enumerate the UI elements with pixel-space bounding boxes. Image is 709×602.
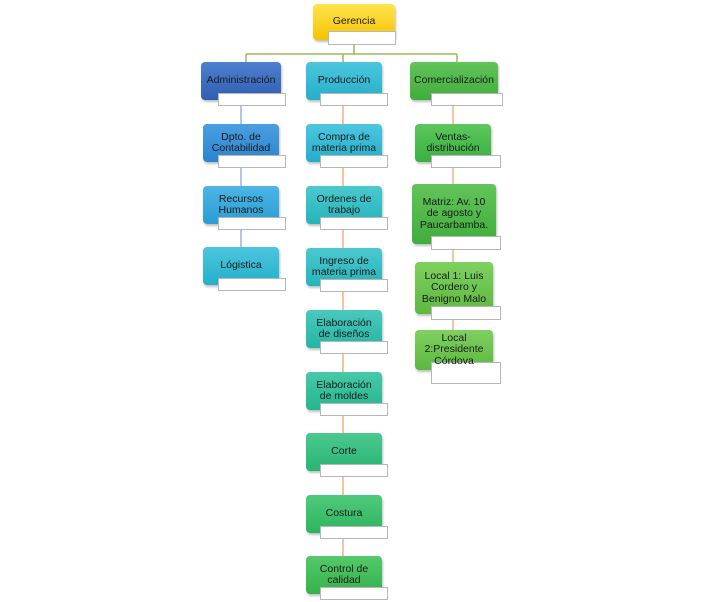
node-gerencia-label: Gerencia (332, 15, 376, 28)
node-elab-disenos-tab (320, 341, 388, 354)
node-administracion-tab (218, 93, 286, 106)
node-logistica-tab (218, 278, 286, 291)
node-corte-label: Corte (331, 445, 357, 458)
node-elab-moldes-label: Elaboración de moldes (316, 378, 372, 402)
node-local2-label: Local 2:Presidente Córdova (424, 331, 484, 367)
node-costura-label: Costura (325, 507, 363, 520)
node-elab-disenos-label: Elaboración de diseños (316, 316, 372, 340)
node-corte-tab (320, 464, 388, 477)
node-local1: Local 1: Luis Cordero y Benigno Malo (415, 262, 493, 314)
node-ventas-label: Ventas-distribución (426, 130, 480, 154)
node-elab-moldes-tab (320, 403, 388, 416)
node-produccion-label: Producción (317, 74, 371, 87)
node-administracion-label: Administración (206, 74, 276, 87)
node-local1-label: Local 1: Luis Cordero y Benigno Malo (421, 269, 487, 305)
node-contabilidad-label: Dpto. de Contabilidad (211, 130, 271, 154)
node-local2: Local 2:Presidente Córdova (415, 330, 493, 370)
node-ordenes-label: Ordenes de trabajo (316, 192, 372, 216)
node-local1-tab (431, 306, 501, 320)
node-produccion-tab (320, 93, 388, 106)
node-recursos-humanos-tab (218, 217, 286, 230)
node-ordenes-tab (320, 217, 388, 230)
node-ventas-tab (431, 155, 501, 168)
node-comercializacion-label: Comercialización (414, 74, 494, 87)
node-local2-tab (431, 362, 501, 384)
node-matriz-tab (431, 236, 501, 250)
node-matriz: Matriz: Av. 10 de agosto y Paucarbamba. (412, 184, 496, 244)
node-recursos-humanos-label: Recursos Humanos (218, 192, 264, 216)
node-contabilidad-tab (218, 155, 286, 168)
top-connectors (245, 42, 458, 64)
node-comercializacion-tab (431, 93, 503, 106)
node-logistica-label: Lógistica (220, 259, 262, 272)
node-matriz-label: Matriz: Av. 10 de agosto y Paucarbamba. (419, 195, 489, 231)
node-compra-label: Compra de materia prima (311, 130, 377, 154)
node-costura-tab (320, 526, 388, 539)
node-ingreso-tab (320, 279, 388, 292)
node-control-label: Control de calidad (319, 562, 369, 586)
node-ingreso-label: Ingreso de materia prima (311, 254, 377, 278)
node-gerencia-tab (328, 31, 396, 45)
node-compra-tab (320, 155, 388, 168)
node-control-tab (320, 587, 388, 600)
